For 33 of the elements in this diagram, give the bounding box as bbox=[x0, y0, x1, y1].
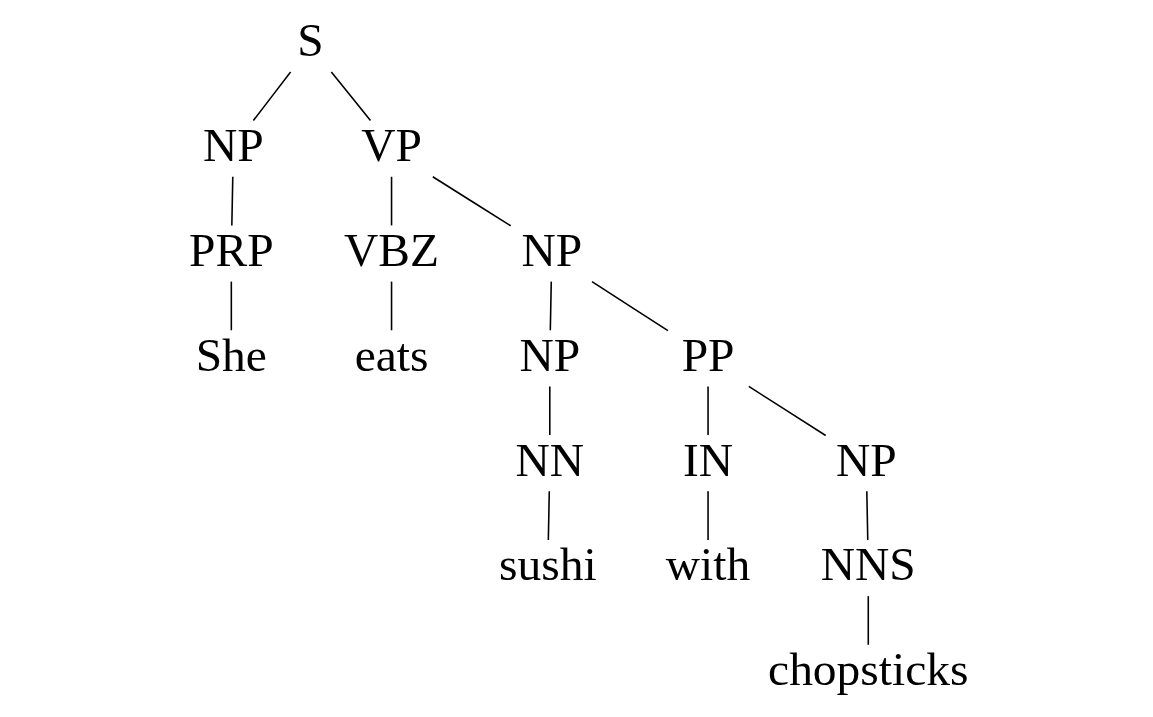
node-text: NP bbox=[202, 119, 264, 172]
connector bbox=[390, 176, 392, 227]
connector bbox=[590, 280, 669, 332]
connector bbox=[230, 176, 234, 227]
connector bbox=[431, 176, 511, 227]
connector bbox=[549, 280, 552, 332]
node-text: NP bbox=[518, 328, 580, 381]
node-text: NNS bbox=[820, 538, 916, 591]
node-text: eats bbox=[354, 328, 428, 381]
node-text: NN bbox=[515, 433, 584, 486]
node-text: She bbox=[195, 328, 267, 381]
node-text: PP bbox=[681, 328, 734, 381]
node-text: NP bbox=[520, 223, 582, 276]
connector bbox=[547, 490, 550, 541]
connector bbox=[230, 280, 232, 332]
connector bbox=[865, 490, 869, 541]
connector bbox=[390, 280, 392, 332]
node-text: NP bbox=[835, 433, 897, 486]
node-text: IN bbox=[682, 433, 733, 486]
node-text: with bbox=[665, 538, 750, 591]
connector bbox=[867, 595, 869, 646]
connector bbox=[706, 385, 709, 436]
node-text: VP bbox=[360, 119, 422, 172]
node-text: S bbox=[296, 14, 324, 67]
node-text: chopsticks bbox=[767, 643, 968, 696]
connector bbox=[747, 385, 826, 437]
connector bbox=[252, 71, 291, 122]
connector bbox=[548, 385, 551, 436]
connector bbox=[330, 71, 371, 122]
node-text: sushi bbox=[498, 538, 597, 591]
node-text: PRP bbox=[188, 223, 274, 276]
connector bbox=[706, 490, 709, 541]
node-text: VBZ bbox=[343, 223, 439, 276]
